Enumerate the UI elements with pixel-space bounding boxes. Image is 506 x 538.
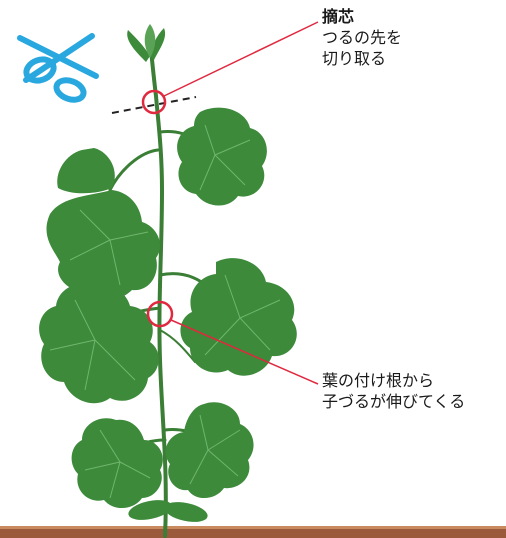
side-shoot-text-line1: 葉の付け根から	[322, 371, 435, 390]
leaf-lower-left	[71, 418, 163, 509]
cut-line	[111, 96, 197, 114]
pinch-title: 摘芯	[322, 7, 355, 26]
leaf-upper-left	[46, 148, 161, 300]
leaf-middle-right	[180, 258, 297, 376]
leaf-middle-left	[39, 283, 159, 404]
side-shoot-annotation: 葉の付け根から 子づるが伸びてくる	[322, 370, 465, 412]
seedling-leaves	[128, 500, 208, 522]
side-shoot-text-line2: 子づるが伸びてくる	[322, 392, 466, 411]
leaf-lower-right	[165, 402, 254, 499]
pinch-annotation: 摘芯 つるの先を 切り取る	[322, 6, 402, 69]
node-marker	[146, 300, 174, 328]
main-stem	[148, 38, 168, 538]
soil	[0, 526, 506, 538]
leaf-upper-right	[177, 107, 267, 206]
pinch-marker	[141, 89, 167, 115]
pinch-text-line1: つるの先を	[322, 28, 403, 47]
node-leader-line	[170, 319, 319, 385]
pinch-text-line2: 切り取る	[322, 49, 387, 68]
scissors-icon	[17, 33, 99, 103]
pinch-leader-line	[163, 21, 319, 97]
growing-tip	[127, 24, 166, 62]
